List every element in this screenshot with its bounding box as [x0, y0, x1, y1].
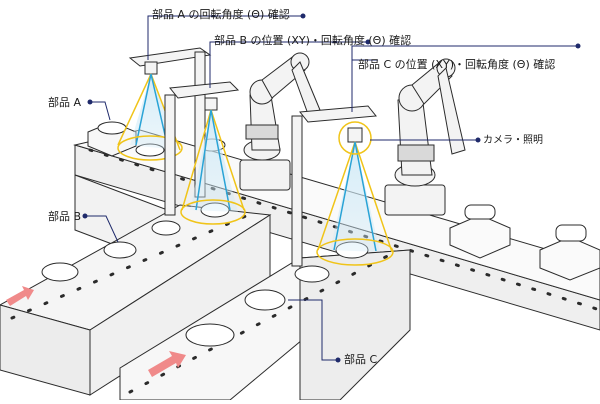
- callout-part-b-position: 部品 B の位置 (XY)・回転角度 (Θ) 確認: [214, 34, 412, 47]
- label-part-b: 部品 B: [48, 210, 82, 223]
- label-part-c: 部品 C: [344, 353, 378, 366]
- camera-gantry-b: [164, 81, 240, 216]
- camera-gantry-c: [291, 105, 377, 267]
- label-part-a: 部品 A: [48, 96, 82, 109]
- right-trays: [449, 204, 600, 281]
- robot-arm-2: [384, 58, 466, 216]
- callout-part-c-position: 部品 C の位置 (XY)・回転角度 (Θ) 確認: [358, 58, 556, 71]
- callout-part-a-rotation: 部品 A の回転角度 (Θ) 確認: [152, 8, 290, 21]
- camera-cone-b: [180, 109, 246, 225]
- robot-arm-1: [239, 52, 321, 191]
- leader-dots: [82, 13, 581, 363]
- direction-arrows: [6, 286, 186, 377]
- leader-line-c-top: [351, 45, 578, 60]
- camera-cone-c: [316, 121, 394, 266]
- label-camera-lighting: カメラ・照明: [483, 135, 543, 146]
- left-conveyor: [0, 204, 272, 396]
- front-conveyor: [119, 249, 412, 401]
- leader-lines: [85, 15, 478, 361]
